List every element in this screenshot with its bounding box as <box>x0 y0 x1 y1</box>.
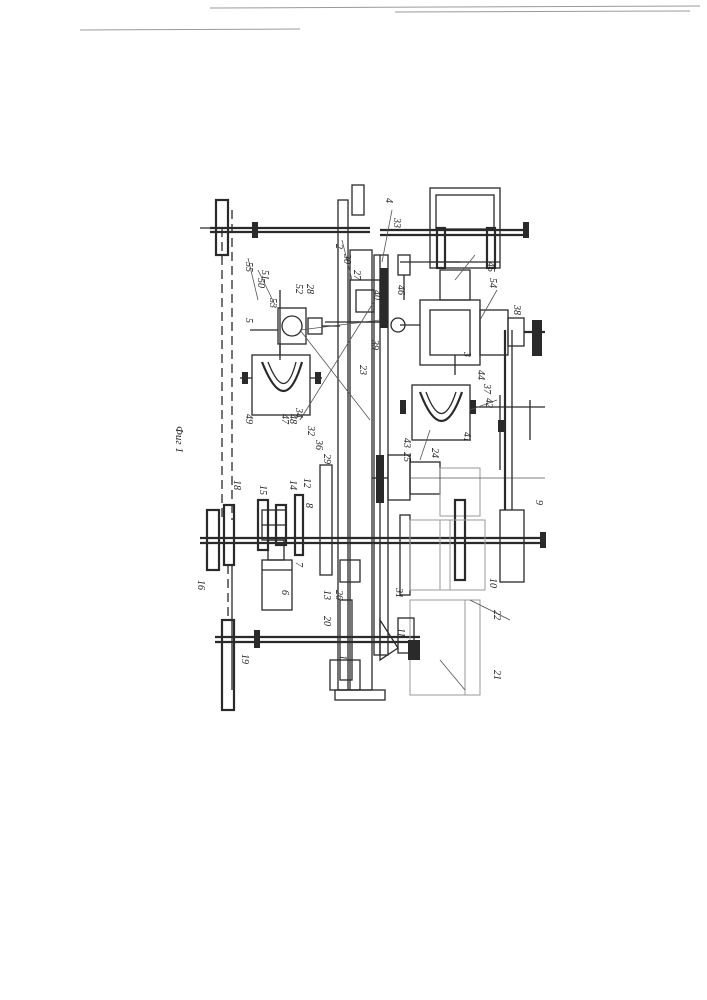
label-42: 42 <box>483 398 494 408</box>
label-41: 41 <box>461 432 472 442</box>
label-5: 5 <box>243 318 254 323</box>
label-45: 45 <box>485 262 496 272</box>
label-7: 7 <box>293 562 304 568</box>
label-16: 16 <box>195 580 206 590</box>
label-29: 29 <box>321 454 332 464</box>
label-31: 31 <box>393 587 404 598</box>
label-2: 2 <box>333 244 344 249</box>
lever-9 <box>500 330 524 582</box>
label-53: 53 <box>267 298 278 308</box>
label-12: 12 <box>301 478 312 488</box>
upper-right-drive <box>398 188 500 300</box>
label-36: 36 <box>313 439 324 450</box>
label-27: 27 <box>351 270 362 281</box>
label-44: 44 <box>475 370 486 380</box>
label-23: 23 <box>357 365 368 375</box>
label-19: 19 <box>239 654 250 664</box>
label-20: 20 <box>321 616 332 626</box>
label-26: 26 <box>333 590 344 600</box>
label-43: 43 <box>401 438 412 448</box>
scan-border-marks <box>80 6 700 30</box>
label-13: 13 <box>321 590 332 600</box>
label-3: 3 <box>461 351 472 357</box>
label-33: 33 <box>391 217 402 228</box>
label-38: 38 <box>511 304 522 315</box>
label-30: 30 <box>341 253 352 264</box>
label-9: 9 <box>533 500 544 505</box>
top-shaft-assembly <box>200 200 245 710</box>
label-39: 39 <box>369 339 380 350</box>
label-40: 40 <box>371 290 382 300</box>
label-52: 52 <box>293 284 304 294</box>
label-25: 25 <box>401 452 412 462</box>
right-cam-unit <box>400 385 545 470</box>
label-11: 11 <box>395 628 406 637</box>
figure-caption: Фиг 1 <box>173 426 185 453</box>
lower-central-unit <box>372 455 545 516</box>
leader-lines <box>248 210 510 690</box>
label-55: 55 <box>243 262 254 272</box>
main-bed <box>330 185 388 700</box>
label-54: 54 <box>487 278 498 288</box>
label-28: 28 <box>304 284 315 294</box>
label-48: 48 <box>287 414 298 424</box>
label-32: 32 <box>305 425 316 436</box>
label-22: 22 <box>491 610 502 620</box>
label-10: 10 <box>487 578 498 588</box>
label-49: 49 <box>243 414 254 424</box>
label-51: 51 <box>259 270 270 280</box>
label-18: 18 <box>231 480 242 490</box>
label-1: 1 <box>337 655 348 660</box>
label-46: 46 <box>395 285 406 295</box>
label-24: 24 <box>429 448 440 458</box>
right-spindle <box>391 255 545 375</box>
label-8: 8 <box>303 503 314 508</box>
label-37: 37 <box>481 383 492 395</box>
label-14: 14 <box>287 480 298 490</box>
label-21: 21 <box>491 670 502 680</box>
label-6: 6 <box>279 590 290 595</box>
label-15: 15 <box>257 485 268 495</box>
label-4: 4 <box>383 198 394 203</box>
upper-left-unit <box>240 290 340 415</box>
